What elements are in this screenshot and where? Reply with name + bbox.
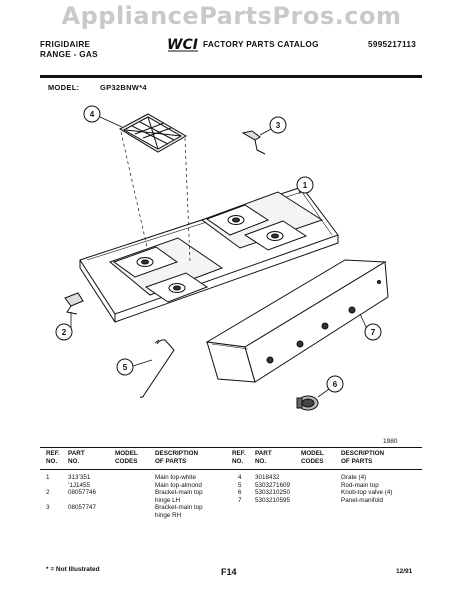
callout-2: 2: [62, 328, 67, 337]
left-ref-column: 1 2 3: [46, 474, 50, 519]
catalog-title: FACTORY PARTS CATALOG: [203, 40, 319, 49]
table-cell: [46, 512, 50, 520]
table-cell: 7: [238, 496, 242, 504]
right-ref-column: 4 5 6 7: [238, 474, 242, 504]
left-part-column: 313ʻ351 ʻ1J1455 08057746 08057747: [68, 474, 96, 519]
page-id: F14: [221, 567, 237, 577]
table-cell: Bracket-main top: [155, 489, 203, 496]
table-cell: Main top-almond: [155, 481, 202, 489]
table-cell: Grate (4): [341, 474, 367, 481]
manifold-panel-drawing: [205, 259, 389, 383]
table-cell: 5303271609: [255, 481, 291, 489]
left-description-column: Main top-white Main top-almond Bracket-m…: [155, 474, 203, 519]
table-cell: Bracket-main top: [155, 504, 203, 511]
callouts: 1 2 3 4 5 6 7: [55, 105, 382, 393]
table-cell: hinge RH: [155, 511, 182, 519]
grate-drawing: [118, 113, 188, 153]
product-type: RANGE - GAS: [40, 50, 98, 59]
callout-5: 5: [123, 363, 128, 372]
callout-7: 7: [371, 328, 376, 337]
table-cell: 5303210250: [255, 489, 291, 496]
table-cell: 5: [238, 481, 242, 489]
header-part-no: PART NO.: [68, 450, 85, 465]
burner-openings: [136, 215, 284, 293]
table-cell: 5303210595: [255, 496, 291, 504]
table-cell: Knob-top valve (4): [341, 489, 393, 496]
right-description-column: Grate (4) Rod-main top Knob-top valve (4…: [341, 474, 392, 504]
callout-6: 6: [333, 380, 338, 389]
table-cell: 313ʻ351: [68, 474, 91, 481]
table-cell: 4: [238, 474, 242, 481]
table-cell: [46, 497, 50, 505]
table-cell: [68, 512, 96, 520]
table-cell: Panel-manifold: [341, 496, 384, 504]
table-cell: 08057747: [68, 504, 97, 511]
table-cell: ʻ1J1455: [68, 481, 91, 489]
model-label: MODEL:: [48, 83, 80, 92]
parts-diagram: 1 2 3 4 5 6 7: [55, 105, 389, 411]
logo-text: WCI: [167, 37, 198, 52]
table-cell: 3: [46, 504, 50, 511]
header-rule: [40, 75, 422, 78]
model-value: GP32BNW*4: [100, 83, 147, 92]
bracket-rh-drawing: [241, 130, 266, 155]
catalog-number: 5995217113: [368, 40, 417, 49]
not-illustrated-note: * = Not Illustrated: [46, 566, 100, 573]
table-cell: Main top-white: [155, 474, 196, 481]
table-cell: [68, 497, 96, 505]
table-top-rule: [40, 447, 422, 448]
header-part-no-right: PART NO.: [255, 450, 272, 465]
header-ref-no-right: REF. NO.: [232, 450, 246, 465]
header-model-codes: MODEL CODES: [115, 450, 138, 465]
table-cell: Rod-main top: [341, 481, 379, 489]
table-cell: 6: [238, 489, 242, 496]
header-description: DESCRIPTION OF PARTS: [155, 450, 199, 465]
table-cell: 2: [46, 489, 50, 496]
table-cell: hinge LH: [155, 496, 181, 504]
rod-drawing: [139, 339, 175, 398]
header-model-codes-right: MODEL CODES: [301, 450, 324, 465]
table-header-rule: [40, 469, 422, 470]
header-ref-no: REF. NO.: [46, 450, 60, 465]
wci-logo: WCI: [167, 37, 198, 52]
table-cell: 1: [46, 474, 50, 481]
knob-drawing: [296, 395, 319, 411]
table-cell: 08057746: [68, 489, 97, 496]
grate-leader-lines: [120, 131, 191, 263]
callout-1: 1: [303, 181, 308, 190]
brand-block: FRIGIDAIRE RANGE - GAS: [40, 40, 98, 60]
bracket-lh-drawing: [64, 292, 84, 315]
table-cell: [46, 482, 50, 490]
right-part-column: 3018432 5303271609 5303210250 5303210595: [255, 474, 290, 504]
callout-3: 3: [276, 121, 281, 130]
brand-name: FRIGIDAIRE: [40, 40, 91, 49]
watermark: AppliancePartsPros.com: [61, 2, 402, 30]
page-date: 12/91: [396, 568, 413, 575]
callout-4: 4: [90, 110, 95, 119]
diagram-year: 1980: [383, 438, 398, 445]
header-description-right: DESCRIPTION OF PARTS: [341, 450, 385, 465]
table-cell: 3018432: [255, 474, 280, 481]
